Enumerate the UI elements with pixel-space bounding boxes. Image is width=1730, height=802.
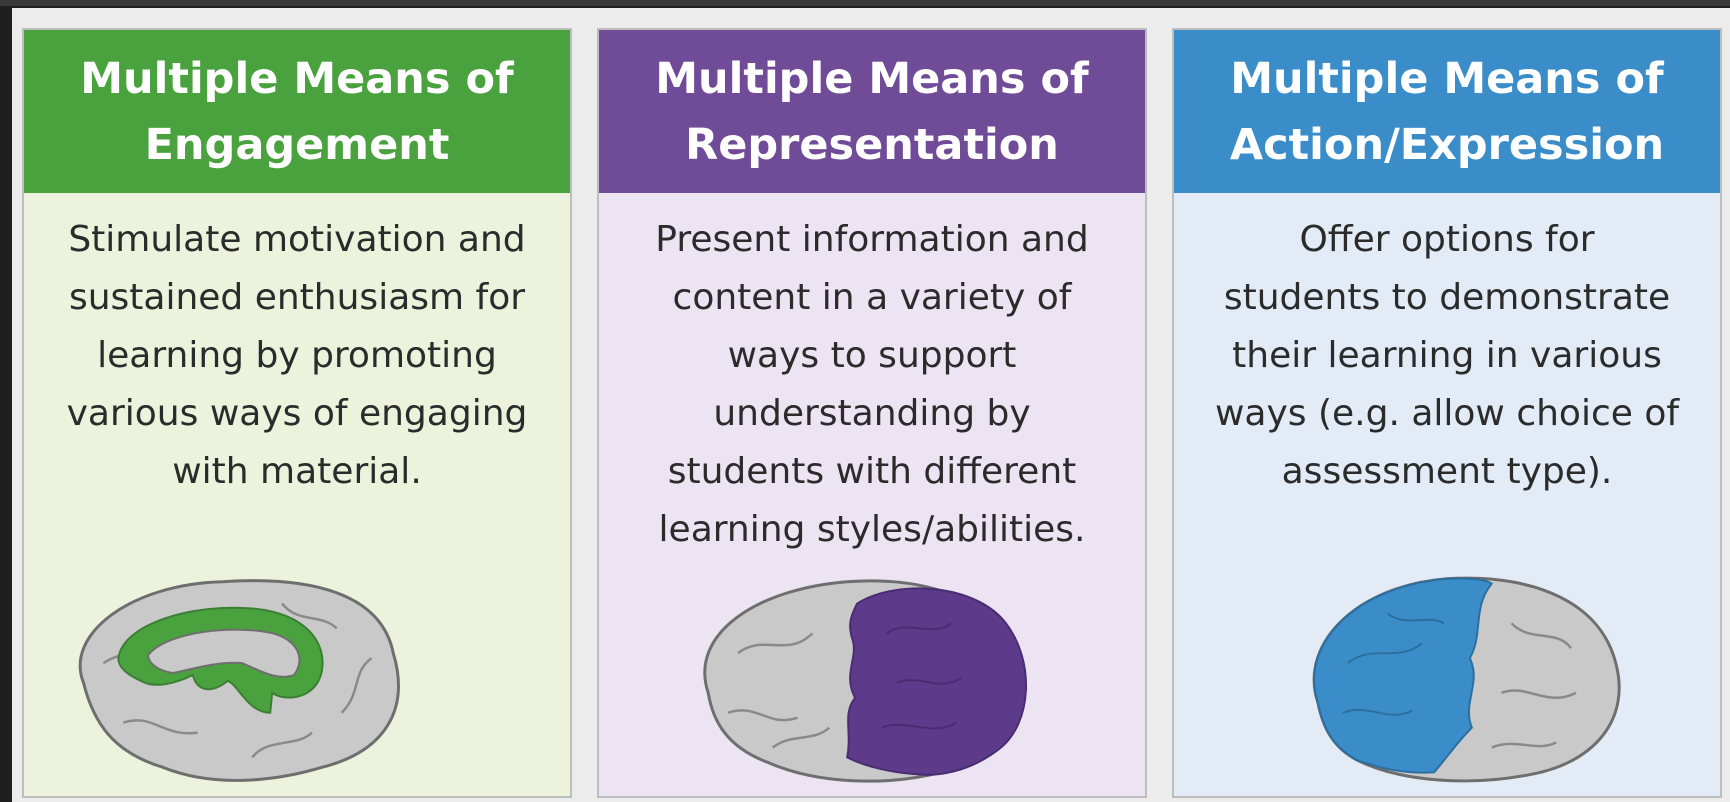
representation-card-text: Present information and content in a var…	[655, 219, 1089, 550]
engagement-card: Multiple Means of Engagement Stimulate m…	[22, 28, 572, 798]
engagement-card-text: Stimulate motivation and sustained enthu…	[66, 219, 528, 492]
representation-card-title: Multiple Means of Representation	[599, 30, 1145, 193]
action-expression-card-body: Offer options for students to demonstrat…	[1174, 193, 1720, 796]
brain-limbic-icon	[78, 579, 400, 782]
action-expression-card: Multiple Means of Action/Expression Offe…	[1172, 28, 1722, 798]
udl-diagram: Multiple Means of Engagement Stimulate m…	[12, 8, 1730, 802]
representation-card-body: Present information and content in a var…	[599, 193, 1145, 796]
brain-frontal-icon	[1312, 576, 1621, 783]
engagement-card-body: Stimulate motivation and sustained enthu…	[24, 193, 570, 796]
action-expression-card-title: Multiple Means of Action/Expression	[1174, 30, 1720, 193]
engagement-card-title: Multiple Means of Engagement	[24, 30, 570, 193]
representation-card: Multiple Means of Representation Present…	[597, 28, 1147, 798]
action-expression-card-text: Offer options for students to demonstrat…	[1214, 219, 1680, 492]
brain-posterior-icon	[703, 579, 1028, 783]
